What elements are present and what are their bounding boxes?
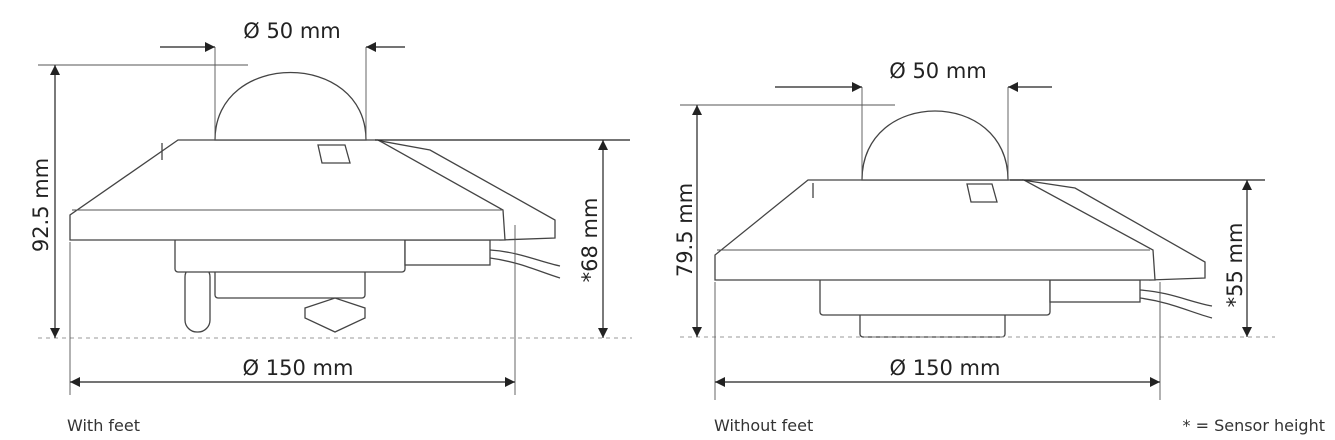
total-height-label: 79.5 mm — [673, 183, 697, 277]
caption-with-feet: With feet — [67, 416, 140, 435]
glass-dome — [861, 110, 1009, 181]
base-diameter-label: Ø 150 mm — [890, 356, 1001, 380]
dome-diameter-label: Ø 50 mm — [889, 59, 987, 83]
sensor-height-label: *68 mm — [578, 198, 602, 283]
body — [819, 277, 1051, 316]
total-height-label: 92.5 mm — [29, 158, 53, 252]
cable — [1139, 289, 1213, 319]
sensor-without-feet: Ø 50 mm 79.5 mm *55 mm Ø 150 mm Without … — [673, 59, 1275, 435]
bubble-level — [966, 183, 998, 203]
sensor-with-feet: Ø 50 mm 92.5 mm *68 mm Ø 150 mm With fee… — [29, 19, 632, 435]
glass-dome — [214, 72, 367, 141]
connector — [1049, 279, 1141, 303]
sensor-height-label: *55 mm — [1223, 223, 1247, 308]
foot — [184, 264, 211, 333]
footnote-sensor-height: * = Sensor height — [1182, 416, 1325, 435]
leveling-knob — [304, 297, 366, 333]
body — [174, 237, 406, 273]
base-diameter-label: Ø 150 mm — [243, 356, 354, 380]
cable — [489, 249, 561, 279]
bubble-level — [317, 144, 351, 164]
housing — [714, 179, 1156, 281]
caption-without-feet: Without feet — [714, 416, 813, 435]
dome-diameter-label: Ø 50 mm — [243, 19, 341, 43]
connector — [404, 239, 491, 266]
